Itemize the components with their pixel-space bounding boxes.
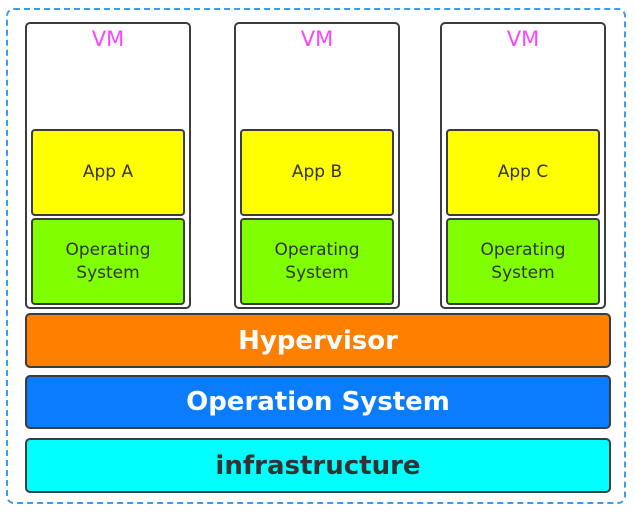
infrastructure-layer: infrastructure	[25, 438, 611, 493]
app-box: App A	[31, 129, 185, 216]
app-box: App B	[240, 129, 394, 216]
host-os-layer: Operation System	[25, 375, 611, 429]
diagram-boundary	[6, 8, 626, 504]
vm-label: VM	[300, 27, 334, 51]
vm-label: VM	[91, 27, 125, 51]
vm-label: VM	[506, 27, 540, 51]
hypervisor-layer: Hypervisor	[25, 313, 611, 368]
app-box: App C	[446, 129, 600, 216]
